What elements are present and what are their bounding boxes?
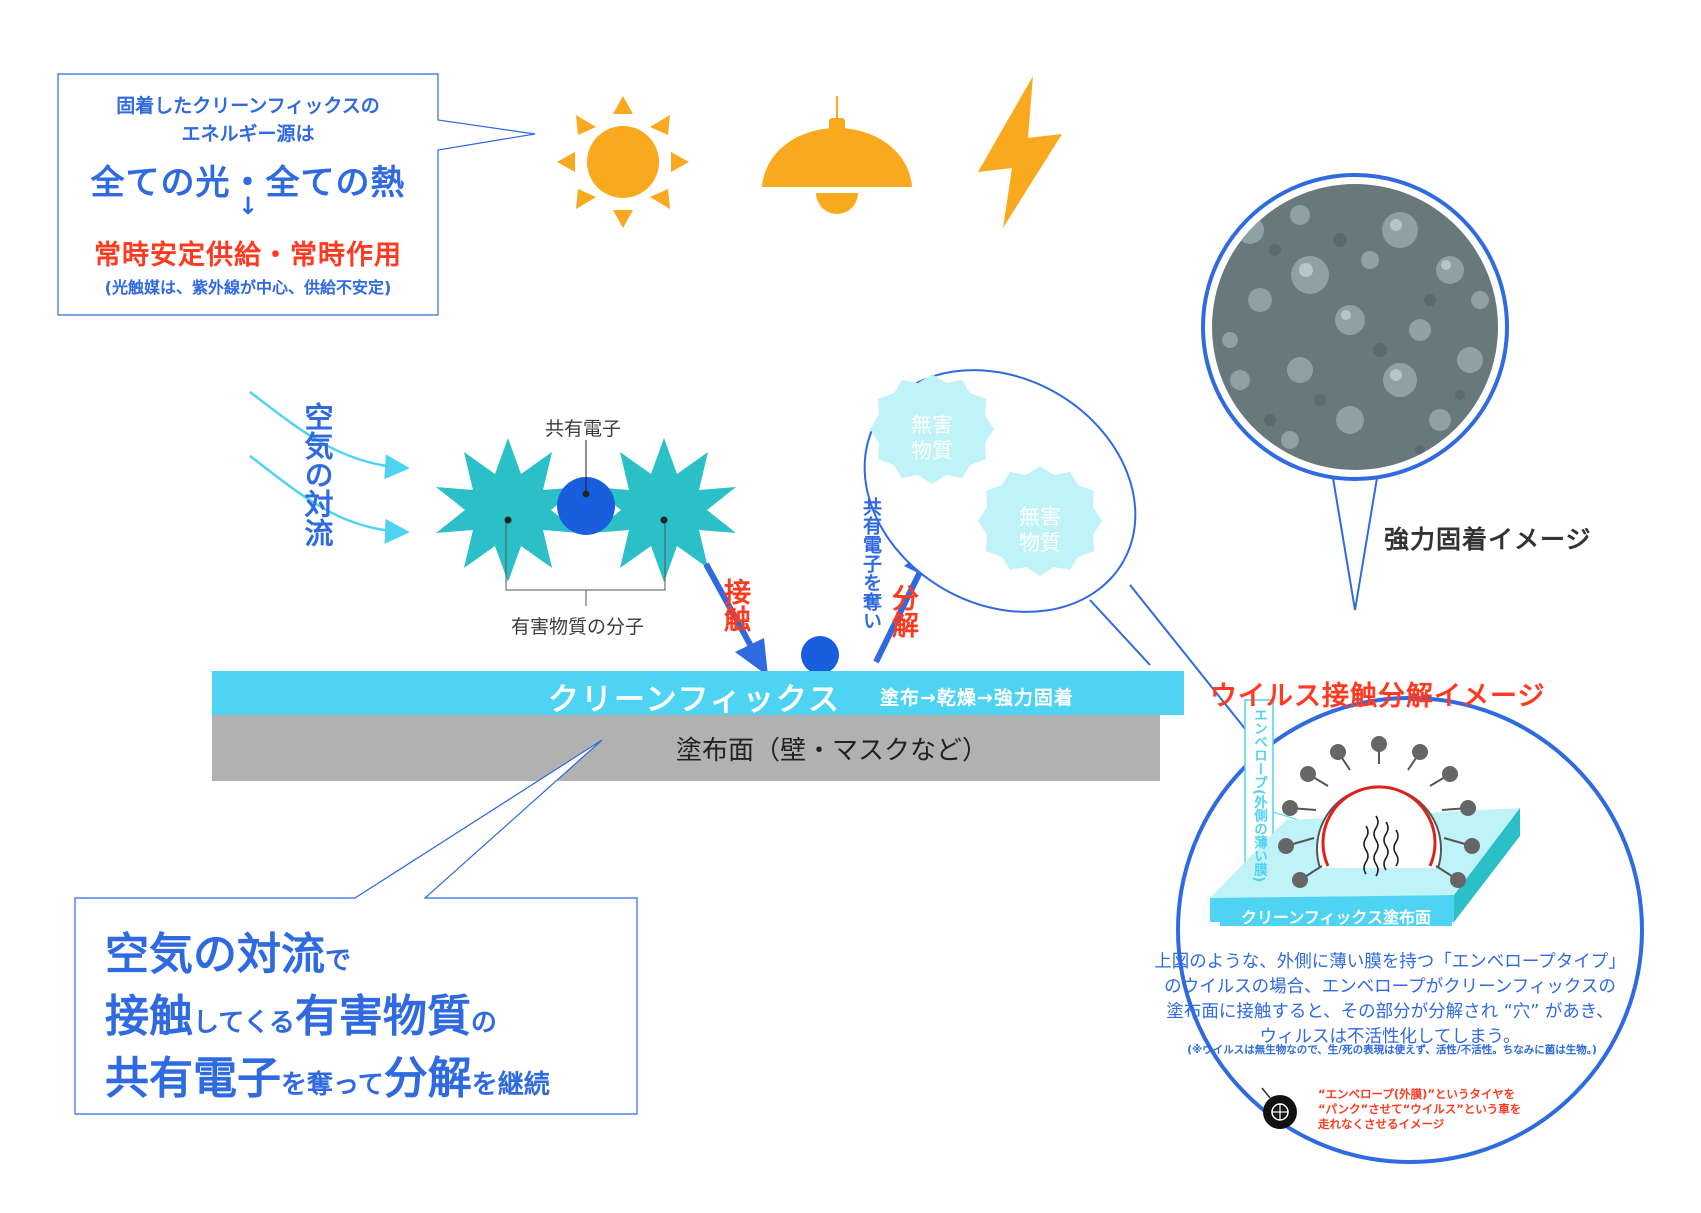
energy-headline: 全ての光・全ての熱: [90, 163, 406, 203]
cleanfix-layer: [212, 671, 1184, 715]
harmful-molecule-right: [592, 438, 736, 582]
energy-arrow: ↓: [237, 192, 259, 220]
harmful-molecule-label: 有害物質の分子: [511, 616, 645, 638]
lightning-icon: [978, 76, 1062, 228]
tire-text-2: “パンク”させて“ウイルス”という車を: [1318, 1102, 1522, 1116]
molecule-bracket: [505, 523, 666, 606]
virus-body-1: 上図のような、外側に薄い膜を持つ「エンベロープタイプ」: [1154, 952, 1626, 972]
sun-icon: [557, 96, 689, 228]
summary-particle-3: の: [470, 1008, 497, 1038]
virus-surface-label: クリーンフィックス塗布面: [1241, 908, 1431, 927]
harmless-blob-1: [870, 374, 994, 484]
virus-note: (※ウイルスは無生物なので、生/死の表現は使えず、活性/不活性。ちなみに菌は生物…: [1187, 1044, 1597, 1056]
energy-result: 常時安定供給・常時作用: [94, 240, 402, 271]
harmless-blob-2: [978, 466, 1102, 576]
summary-particle-2: してくる: [193, 1008, 295, 1038]
virus-icon: [1278, 736, 1480, 888]
shared-electron: [557, 440, 615, 535]
energy-note: (光触媒は、紫外線が中心、供給不安定): [104, 278, 392, 297]
harmless-label-2: 無害物質: [1019, 505, 1061, 555]
tire-icon: [1261, 1087, 1297, 1129]
contact-label: 接触: [719, 578, 750, 632]
virus-body-3: 塗布面に接触すると、その部分が分解され “穴” があき、: [1166, 1002, 1614, 1022]
strong-fix-label: 強力固着イメージ: [1384, 525, 1592, 554]
air-convection-arrows: [249, 391, 410, 544]
surface-label: 塗布面（壁・マスクなど）: [676, 736, 989, 766]
strong-fix-image: [1201, 173, 1509, 611]
contact-arrow: [703, 562, 768, 676]
summary-air-convection: 空気の対流: [105, 929, 325, 980]
virus-body-2: のウイルスの場合、エンベロープがクリーンフィックスの: [1164, 977, 1616, 997]
summary-decompose: 分解: [383, 1053, 472, 1104]
virus-detail-circle: [1176, 696, 1644, 1164]
energy-callout: [57, 73, 536, 316]
energy-text-1: 固着したクリーンフィックスの: [116, 95, 380, 117]
summary-callout: [74, 739, 638, 1115]
summary-contact: 接触: [105, 991, 193, 1042]
shared-electron-label: 共有電子: [545, 418, 622, 440]
virus-title: ウイルス接触分解イメージ: [1210, 681, 1546, 712]
tire-text-1: “エンベロープ(外膜)”というタイヤを: [1318, 1087, 1516, 1101]
air-convection-label: 空気の対流: [300, 402, 334, 547]
decompose-label: 分解: [887, 584, 918, 638]
captured-electron: [801, 636, 839, 674]
process-label: 塗布→乾燥→強力固着: [880, 687, 1074, 709]
summary-shared-electron: 共有電子: [105, 1053, 281, 1104]
tire-text-3: 走れなくさせるイメージ: [1318, 1117, 1445, 1131]
lamp-icon: [762, 96, 912, 214]
surface-label-bg: [1220, 903, 1452, 926]
virus-description: 上図のような、外側に薄い膜を持つ「エンベロープタイプ」 のウイルスの場合、エンベ…: [1150, 950, 1630, 1050]
coated-surface: [212, 715, 1160, 781]
harmless-label-1: 無害物質: [911, 413, 953, 463]
steal-electron-label: 共有電子を奪い: [860, 497, 882, 630]
envelope-label: エンベロープ(外側の薄い膜): [1251, 708, 1267, 883]
summary-particle-1: で: [325, 946, 352, 976]
summary-box: 空気の対流で 接触してくる有害物質の 共有電子を奪って分解を継続: [75, 898, 637, 1114]
harmful-molecule-left: [436, 438, 580, 582]
energy-text-2: エネルギー源は: [181, 123, 315, 145]
summary-particle-5: を継続: [471, 1070, 550, 1100]
tire-explanation: “エンベロープ(外膜)”というタイヤを “パンク”させて“ウイルス”という車を …: [1318, 1087, 1548, 1132]
virus-body-4: ウィルスは不活性化してしまう。: [1259, 1027, 1521, 1047]
cleanfix-label: クリーンフィックス: [548, 682, 841, 718]
energy-line-1: 固着したクリーンフィックスの エネルギー源は: [58, 92, 438, 148]
summary-particle-4: を奪って: [281, 1070, 384, 1100]
energy-source-box: 固着したクリーンフィックスの エネルギー源は 全ての光・全ての熱 ↓ 常時安定供…: [58, 74, 438, 315]
summary-harmful: 有害物質: [294, 991, 471, 1042]
